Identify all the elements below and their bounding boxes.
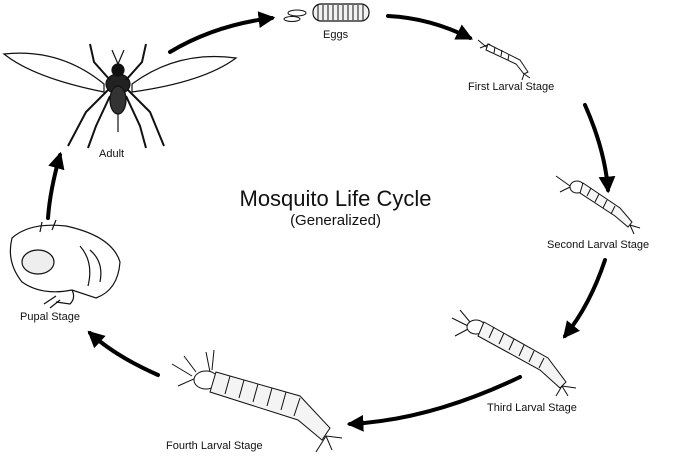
eggs-illustration: [283, 3, 370, 22]
adult-mosquito-illustration: [2, 43, 238, 149]
arrow-first-to-second-larval: [583, 103, 616, 194]
label-second-larval-stage: Second Larval Stage: [547, 239, 650, 251]
arrow-second-to-third-larval: [562, 258, 607, 339]
arrow-adult-to-eggs: [168, 11, 276, 54]
label-pupal-stage: Pupal Stage: [20, 311, 80, 323]
arrow-pupal-to-adult: [46, 151, 65, 220]
label-fourth-larval-stage: Fourth Larval Stage: [166, 440, 263, 452]
pupal-illustration: [9, 219, 121, 309]
cycle-arrows: [46, 11, 616, 432]
label-eggs: Eggs: [323, 29, 349, 41]
first-larval-illustration: [477, 39, 531, 81]
arrow-fourth-larval-to-pupal: [87, 330, 160, 377]
label-first-larval-stage: First Larval Stage: [468, 81, 555, 93]
label-adult: Adult: [99, 148, 125, 160]
label-third-larval-stage: Third Larval Stage: [487, 402, 577, 414]
diagram-title: Mosquito Life Cycle: [239, 186, 432, 211]
fourth-larval-illustration: [171, 349, 343, 453]
arrow-eggs-to-first-larval: [386, 14, 474, 40]
third-larval-illustration: [451, 309, 577, 397]
diagram-subtitle: (Generalized): [290, 212, 381, 229]
second-larval-illustration: [555, 175, 641, 235]
arrow-third-to-fourth-larval: [346, 375, 522, 432]
